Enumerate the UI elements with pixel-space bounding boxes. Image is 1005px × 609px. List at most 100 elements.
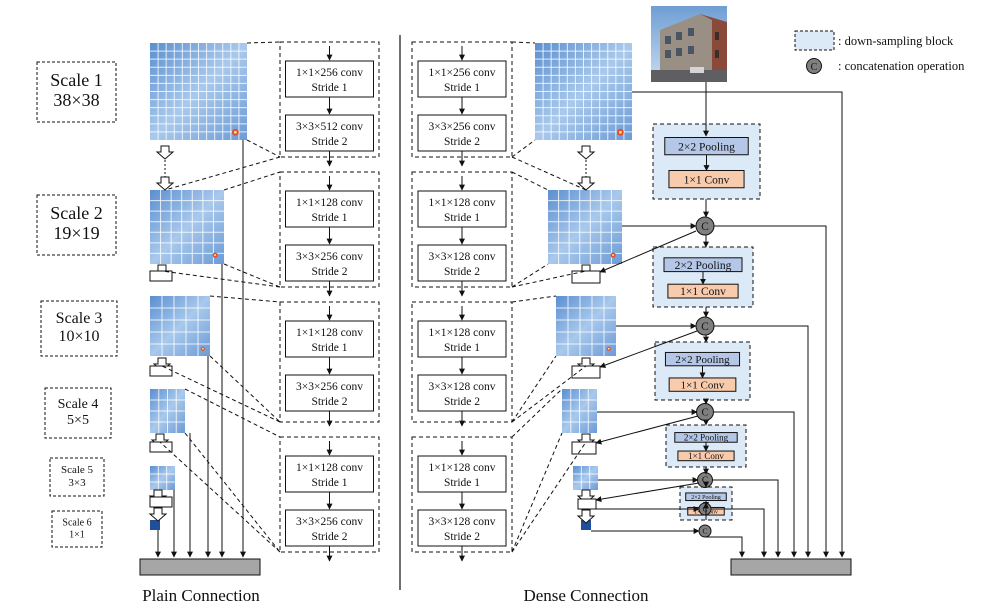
feature-map-fill [573,466,598,490]
downsample-arrow [155,176,175,191]
projection-line [164,156,281,191]
concat-node-6: C [698,524,712,538]
pooling-label: 2×2 Pooling [675,260,732,272]
legend-concat-text: : concatenation operation [838,59,965,73]
feature-map-fill [556,296,616,356]
conv-layer-box [285,509,374,547]
conv-block-frame [279,436,380,553]
scale-size: 3×3 [68,477,86,489]
conv-layer-box [417,60,507,98]
stride-label: Stride 1 [444,82,480,94]
plain-feature-map-5 [150,466,175,490]
concat-symbol: C [701,408,708,419]
stride-label: Stride 2 [444,396,480,408]
legend: : down-sampling block C : concatenation … [794,30,965,74]
conv-layer-label: 1×1×128 conv [296,462,363,474]
concat-to-map [595,482,700,503]
dense-output-arrow-3 [714,325,811,558]
concat-node-1: C [695,216,715,236]
feature-map-fill [150,190,224,264]
projection-line [209,295,281,303]
hot-spot-core [607,347,610,350]
concat-symbol: C [702,505,707,514]
downsample-arrow [148,507,168,522]
dense-output-arrow-6 [711,508,767,558]
pooling-label: 2×2 Pooling [684,433,729,443]
conv-layer-label: 3×3×256 conv [296,516,363,528]
pool-stub [577,498,597,510]
concat-node-5: C [698,502,712,516]
plain-feature-map-4 [150,389,185,433]
scale-label-frame [36,61,117,123]
legend-downsample-text: : down-sampling block [838,34,954,48]
dense-output-arrow-4 [713,411,797,558]
projection-line [511,139,536,158]
scale-label-frame [36,194,117,256]
pool-stub [149,270,173,282]
projection-line [184,432,281,553]
projection-line [511,432,563,553]
conv-block-frame [411,436,513,553]
projection-line [223,263,281,288]
hot-spot-core [233,130,237,134]
scale-size: 10×10 [58,328,99,345]
dense-feature-map-4 [562,389,597,433]
conv-layer-box [285,374,374,412]
concat-to-map [599,230,697,273]
projection-line [511,355,557,423]
conv-layer-label: 1×1×256 conv [296,67,363,79]
pool-stub [149,496,173,508]
plain-feature-map-2 [150,190,224,264]
stride-label: Stride 1 [311,342,347,354]
feature-map-fill [150,466,175,490]
scale-size: 1×1 [69,529,85,540]
conv-layer-label: 1×1×128 conv [429,327,496,339]
stride-label: Stride 1 [444,342,480,354]
downsample-arrow [576,176,596,191]
plain-feature-map-6 [150,520,160,530]
projection-line [511,171,549,191]
conv-layer-label: 3×3×256 conv [296,251,363,263]
conv-layer-box [285,190,374,228]
projection-line [161,270,281,288]
conv-layer-label: 3×3×512 conv [296,121,363,133]
dense-output-arrow-2 [714,225,829,558]
projection-line [511,270,587,288]
conv-layer-box [285,60,374,98]
projection-line [209,355,281,423]
dense-feature-map-5 [573,466,598,490]
pool-stub [149,441,173,453]
dense-caption: Dense Connection [523,586,649,605]
conv-layer-label: 3×3×128 conv [429,381,496,393]
scale-title: Scale 1 [50,70,102,90]
projection-line [184,388,281,438]
conv-layer-box [285,114,374,152]
plain-output-bar [139,558,261,576]
feature-map-fill [548,190,622,264]
concat-symbol: C [701,221,709,233]
concat-node-2: C [695,316,715,336]
concat-symbol: C [702,476,708,486]
downsample-arrow [155,145,175,160]
dense-feature-map-6 [581,520,591,530]
projection-line [511,41,536,44]
stride-label: Stride 2 [444,136,480,148]
dense-output-arrow-7 [705,536,745,558]
scale-label-5: Scale 53×3 [49,457,105,497]
stride-label: Stride 2 [311,531,347,543]
projection-line [511,263,549,288]
concat-symbol: C [702,527,707,536]
conv-layer-label: 1×1×256 conv [429,67,496,79]
conv-layer-label: 3×3×128 conv [429,516,496,528]
projection-line [159,441,281,553]
feature-map-fill [150,296,210,356]
projection-line [511,388,563,438]
conv-block-frame [279,41,380,158]
